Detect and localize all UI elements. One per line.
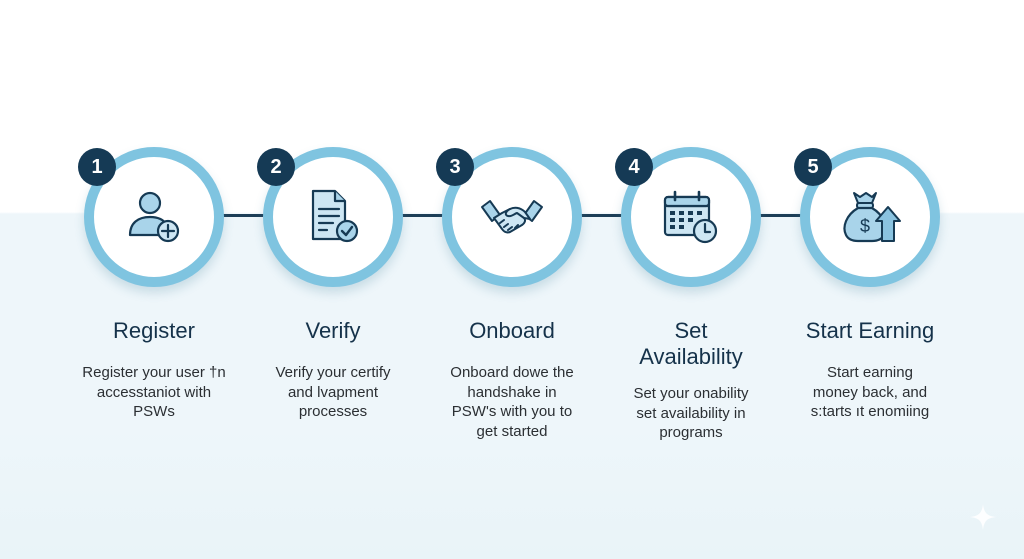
step-onboard: 3 Onboard Onboard dowe the handshake in … — [422, 0, 602, 559]
step-description: Verify your certify and lvapment process… — [275, 364, 391, 420]
step-start-earning: $ 5 Start Earning Start earning money ba… — [780, 0, 960, 559]
handshake-icon — [481, 200, 543, 234]
user-add-icon — [128, 191, 180, 243]
step-register: 1 Register Register your user †n accesst… — [64, 0, 244, 559]
step-number-badge: 2 — [257, 148, 295, 186]
step-title: Set Availability — [639, 318, 743, 369]
step-verify: 2 Verify Verify your certify and lvapmen… — [243, 0, 423, 559]
step-title: Onboard — [469, 318, 555, 343]
connector-4-5 — [759, 214, 801, 217]
step-title: Start Earning — [805, 318, 935, 343]
document-check-icon — [311, 189, 359, 243]
step-number-badge: 5 — [794, 148, 832, 186]
step-number-badge: 4 — [615, 148, 653, 186]
step-title: Register — [113, 318, 195, 343]
calendar-clock-icon — [663, 190, 718, 244]
sparkle-icon — [970, 504, 996, 530]
step-description: Start earning money back, and s:tarts ıt… — [810, 364, 930, 420]
connector-1-2 — [222, 214, 264, 217]
step-set-availability: 4 Set Availability Set your onability se… — [601, 0, 781, 559]
step-description: Set your onability set availability in p… — [633, 385, 749, 441]
step-description: Register your user †n accesstaniot with … — [82, 364, 226, 420]
svg-text:$: $ — [860, 216, 870, 236]
connector-2-3 — [401, 214, 443, 217]
step-number-badge: 1 — [78, 148, 116, 186]
money-bag-growth-icon: $ — [843, 192, 901, 243]
step-title: Verify — [305, 318, 361, 343]
step-description: Onboard dowe the handshake in PSW's with… — [450, 364, 574, 440]
step-ring — [84, 147, 224, 287]
step-number-badge: 3 — [436, 148, 474, 186]
connector-3-4 — [580, 214, 622, 217]
step-ring — [621, 147, 761, 287]
